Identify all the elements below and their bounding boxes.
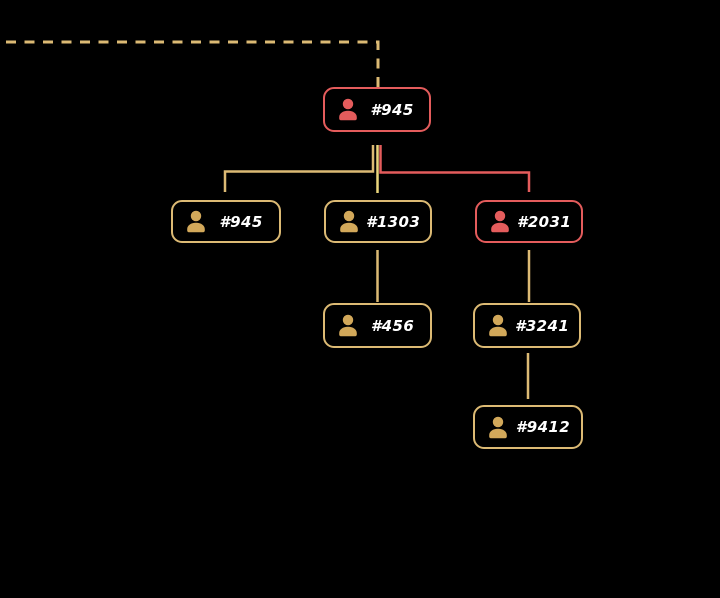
person-icon (339, 314, 357, 337)
person-icon (491, 210, 509, 233)
offscreen-parent-link (6, 40, 380, 87)
root-right-branch-link (379, 145, 531, 192)
person-node-label: #9412 (515, 418, 571, 436)
person-node-456[interactable]: #456 (323, 303, 432, 348)
person-node-label: #3241 (515, 316, 570, 335)
person-node-label: #945 (219, 212, 263, 231)
person-node-label: #1303 (366, 212, 421, 231)
person-node-label: #456 (370, 316, 415, 335)
person-node-root-945[interactable]: #945 (323, 87, 431, 132)
person-icon (187, 210, 205, 233)
person-icon (339, 98, 357, 121)
person-node-945[interactable]: #945 (171, 200, 281, 243)
person-icon (489, 416, 507, 438)
person-node-2031[interactable]: #2031 (475, 200, 583, 243)
person-node-label: #2031 (517, 212, 572, 231)
root-left-branch-link (223, 145, 375, 192)
person-icon (489, 314, 507, 337)
person-node-label: #945 (370, 100, 414, 119)
person-icon (340, 210, 358, 233)
person-node-3241[interactable]: #3241 (473, 303, 581, 348)
person-node-1303[interactable]: #1303 (324, 200, 432, 243)
person-node-9412[interactable]: #9412 (473, 405, 583, 449)
